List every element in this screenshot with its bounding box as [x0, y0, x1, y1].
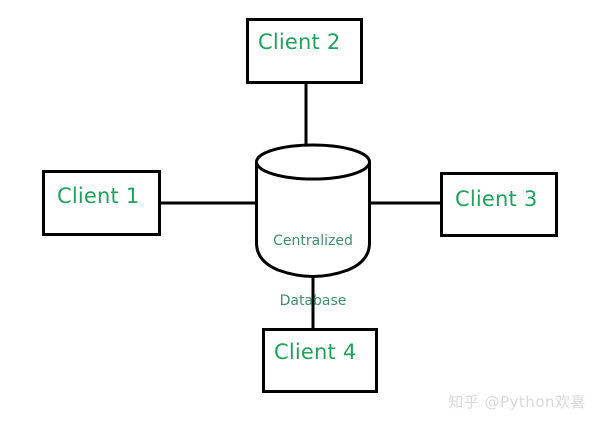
- centralized-database-node[interactable]: [255, 143, 371, 278]
- client-box-group: [42, 18, 558, 393]
- watermark-text: 知乎 @Python欢喜: [448, 393, 586, 411]
- client-4-box[interactable]: [262, 328, 378, 393]
- client-3-box[interactable]: [440, 172, 558, 237]
- database-cylinder-top: [255, 143, 371, 181]
- client-1-box[interactable]: [42, 170, 161, 236]
- client-2-box[interactable]: [246, 18, 363, 84]
- database-cylinder-body: [255, 162, 371, 278]
